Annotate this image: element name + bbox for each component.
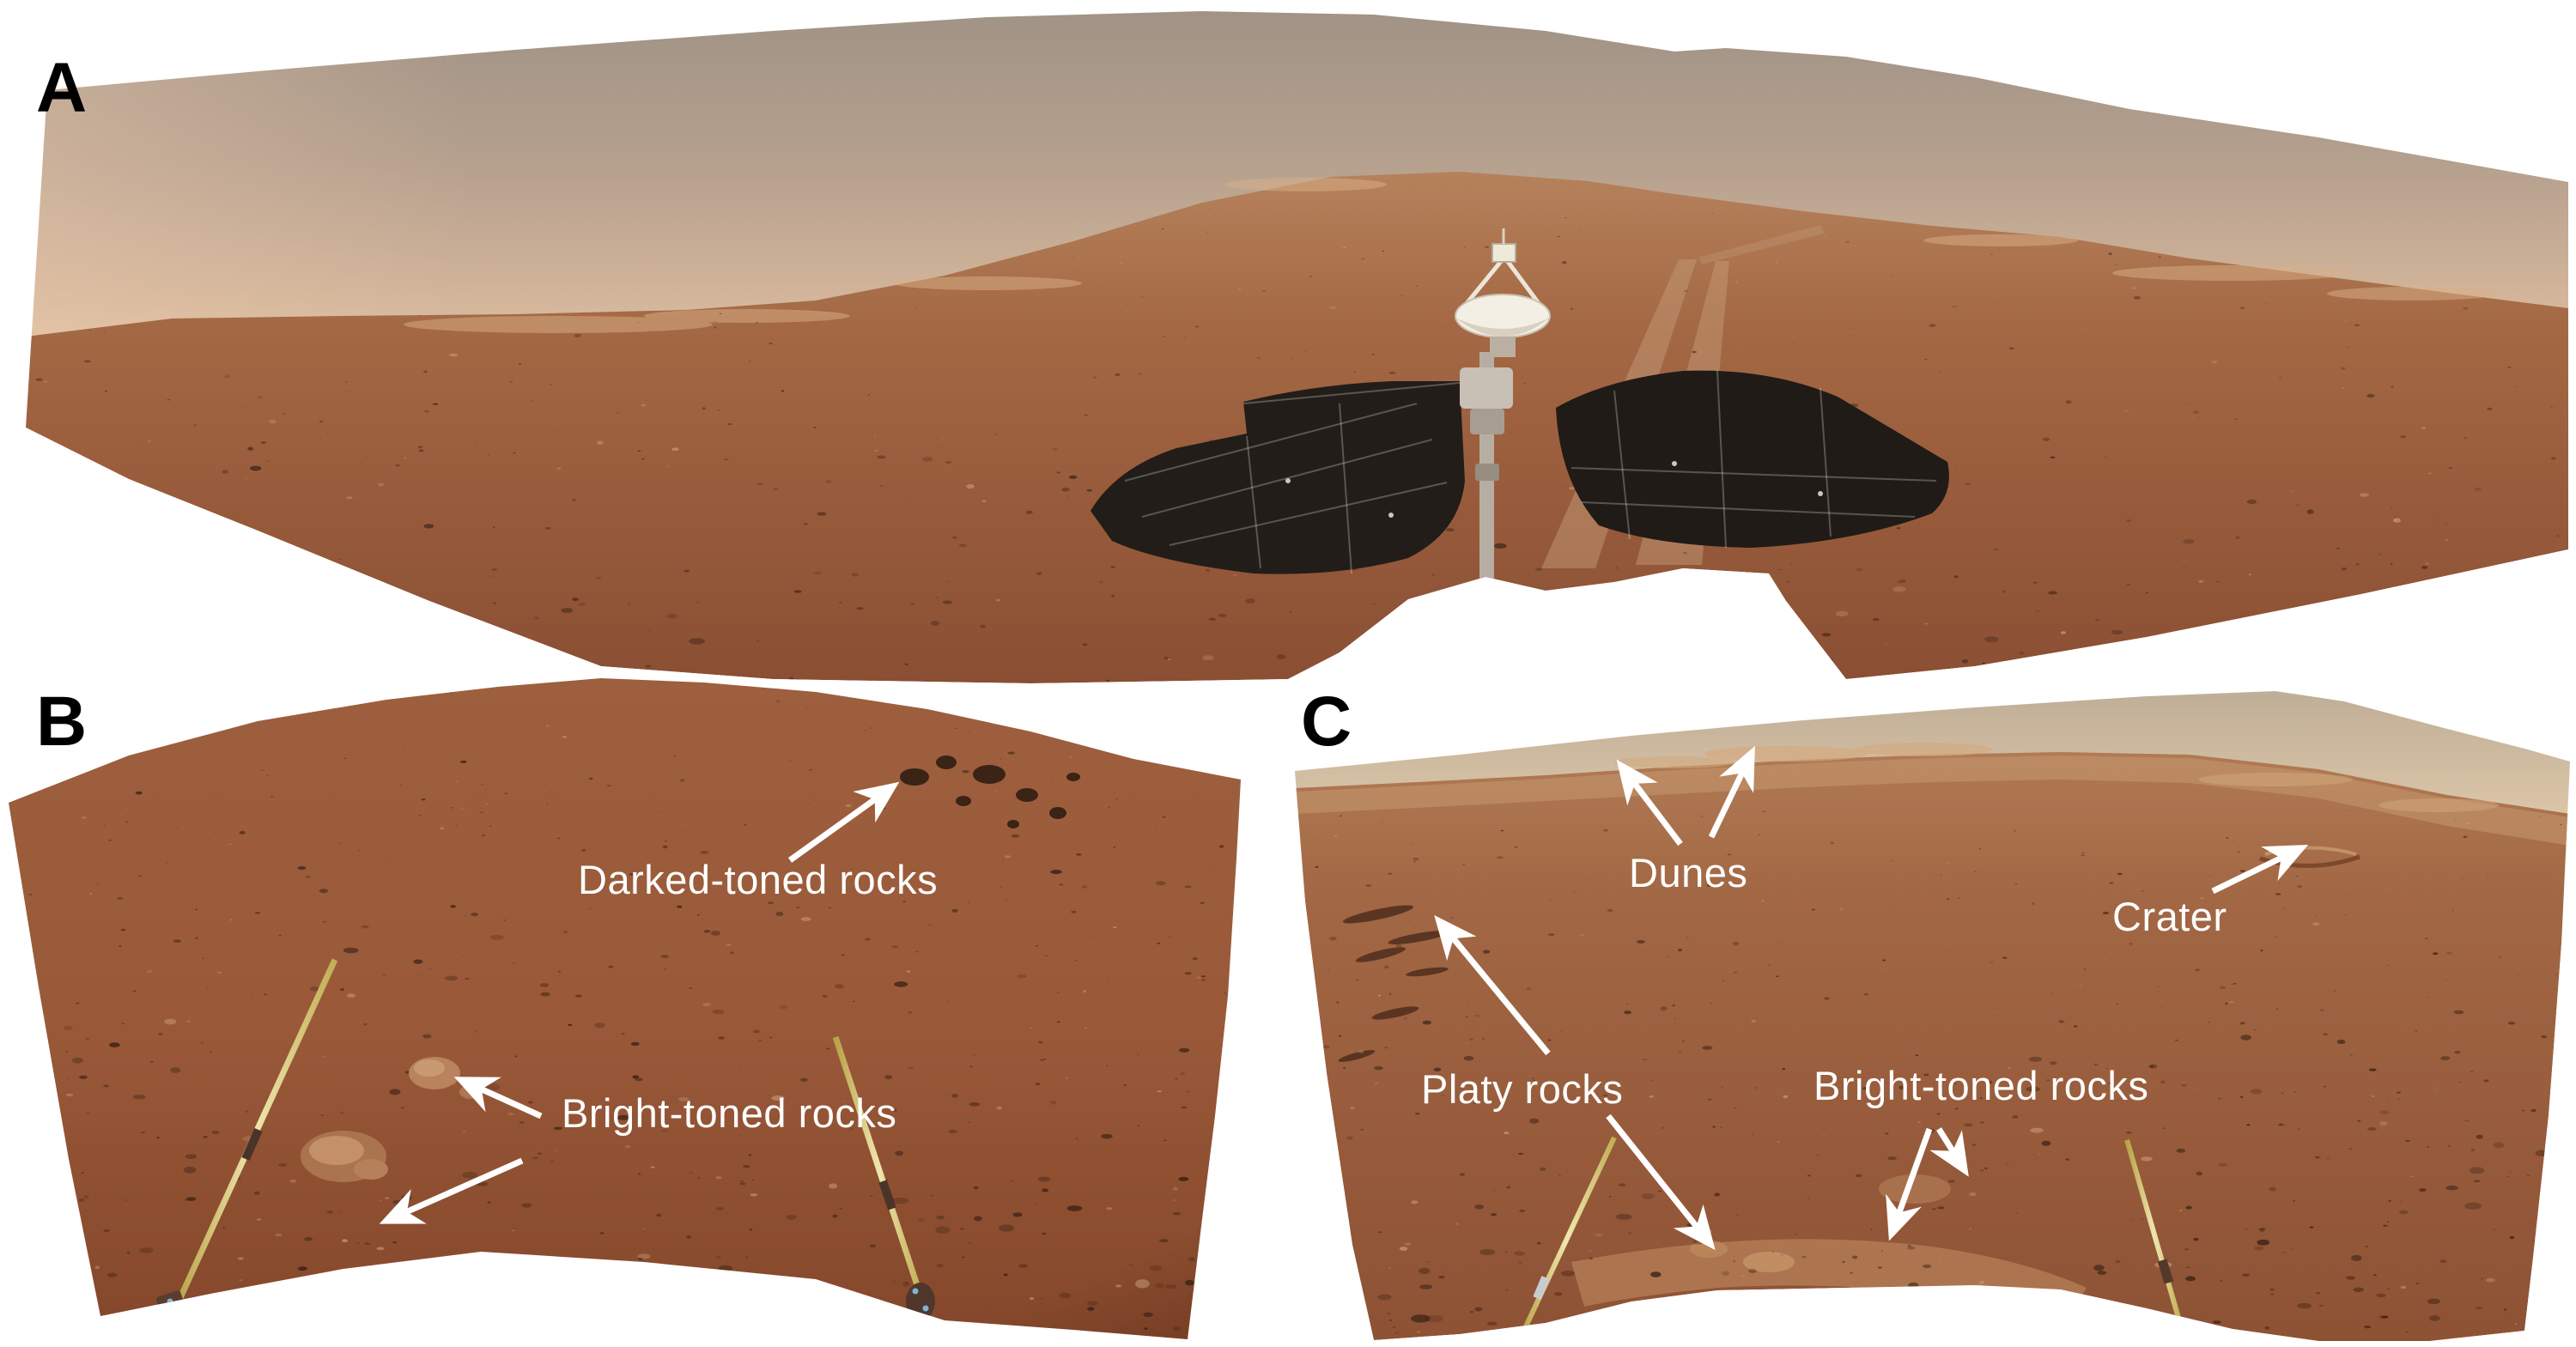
panel-c-image [1295, 691, 2570, 1341]
annotation-dunes: Dunes [1629, 850, 1748, 895]
arrow-platy-rocks-up [1434, 915, 1551, 1056]
rover-solar-panel-left [1091, 381, 1465, 574]
rover-mast [1460, 352, 1513, 579]
panel-a-image [26, 11, 2568, 683]
rover-wire-c-left [1517, 1136, 1617, 1341]
rover-wire-c-right [2124, 1139, 2184, 1327]
panel-c-terrain [1295, 752, 2570, 1341]
arrow-bright-toned-rocks-b-lower [379, 1157, 524, 1224]
panel-label-a: A [36, 49, 88, 127]
arrow-bright-toned-rocks-c-left [1886, 1127, 1933, 1241]
annotation-bright-toned-rocks-c: Bright-toned rocks [1814, 1063, 2149, 1108]
annotation-bright-toned-rocks-b: Bright-toned rocks [562, 1090, 897, 1136]
arrow-dunes-left [1616, 759, 1683, 846]
arrow-bright-toned-rocks-b-upper [453, 1077, 543, 1119]
arrow-crater [2211, 845, 2309, 895]
arrow-dunes-right [1708, 745, 1755, 839]
panel-label-c: C [1301, 683, 1352, 761]
annotation-platy-rocks: Platy rocks [1421, 1066, 1624, 1112]
panel-b-image [9, 678, 1241, 1339]
annotation-dark-toned-rocks: Darked-toned rocks [578, 857, 939, 902]
annotation-arrows [379, 745, 2309, 1251]
annotation-crater: Crater [2112, 894, 2227, 939]
arrow-platy-rocks-down [1606, 1113, 1716, 1251]
rover-solar-panel-right [1556, 370, 1949, 549]
panel-label-b: B [36, 683, 88, 761]
arrow-bright-toned-rocks-c-right [1929, 1127, 1969, 1177]
rover-high-gain-antenna [1455, 228, 1551, 357]
platy-rocks-outcrop [1338, 905, 1449, 1062]
arrow-dark-toned-rocks [787, 781, 900, 863]
